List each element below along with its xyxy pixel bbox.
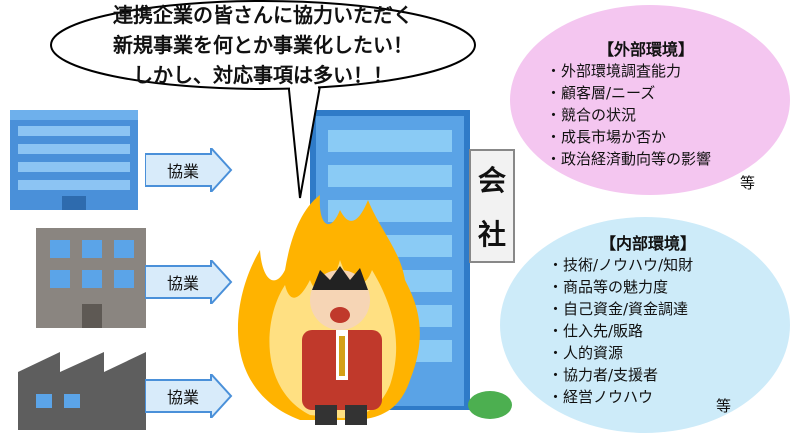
fired-up-person-icon <box>237 195 420 425</box>
arrow-shape-icon <box>145 148 233 192</box>
company-sign: 会 社 <box>470 152 514 260</box>
external-item: ・成長市場か否か <box>546 128 667 146</box>
collab-label-2: 協業 <box>166 274 199 293</box>
internal-item: ・経営ノウハウ <box>548 388 654 406</box>
speech-bubble <box>50 0 476 199</box>
collab-label-1: 協業 <box>166 162 199 181</box>
internal-etc: 等 <box>716 397 732 415</box>
internal-item: ・自己資金/資金調達 <box>548 300 689 318</box>
external-environment-panel: 【外部環境】 ・外部環境調査能力 ・顧客層/ニーズ ・競合の状況 ・成長市場か否… <box>546 36 766 170</box>
external-list: ・外部環境調査能力 ・顧客層/ニーズ ・競合の状況 ・成長市場か否か ・政治経済… <box>546 60 766 170</box>
shrub-icon <box>468 391 512 419</box>
company-sign-char-2: 社 <box>477 218 506 251</box>
external-item: ・顧客層/ニーズ <box>546 84 656 102</box>
external-etc: 等 <box>740 174 756 192</box>
arrow-shape-icon <box>145 374 233 418</box>
speech-text: 連携企業の皆さんに協力いただく 新規事業を何とか事業化したい！ しかし、対応事項… <box>53 0 473 90</box>
arrow-shape-icon <box>145 260 233 304</box>
external-item: ・競合の状況 <box>546 106 637 124</box>
internal-item: ・協力者/支援者 <box>548 366 659 384</box>
internal-list: ・技術/ノウハウ/知財 ・商品等の魅力度 ・自己資金/資金調達 ・仕入先/販路 … <box>548 254 768 408</box>
speech-line-3: しかし、対応事項は多い！！ <box>133 63 393 87</box>
speech-line-2: 新規事業を何とか事業化したい！ <box>113 33 413 57</box>
internal-item: ・仕入先/販路 <box>548 322 644 340</box>
internal-environment-panel: 【内部環境】 ・技術/ノウハウ/知財 ・商品等の魅力度 ・自己資金/資金調達 ・… <box>548 230 768 408</box>
external-item: ・政治経済動向等の影響 <box>546 150 712 168</box>
internal-item: ・人的資源 <box>548 344 624 362</box>
collab-arrow-1: 協業 <box>145 148 233 192</box>
factory-icon <box>18 352 146 430</box>
collab-arrow-2: 協業 <box>145 260 233 304</box>
collab-arrow-3: 協業 <box>145 374 233 418</box>
office-building-icon <box>10 110 138 210</box>
internal-environment-bubble <box>500 217 790 433</box>
external-item: ・外部環境調査能力 <box>546 62 682 80</box>
company-sign-char-1: 会 <box>477 164 506 197</box>
apartment-building-icon <box>36 228 146 328</box>
internal-item: ・商品等の魅力度 <box>548 278 669 296</box>
speech-line-1: 連携企業の皆さんに協力いただく <box>113 3 413 27</box>
external-environment-bubble <box>510 5 790 195</box>
collab-label-3: 協業 <box>166 388 199 407</box>
internal-item: ・技術/ノウハウ/知財 <box>548 256 694 274</box>
external-title: 【外部環境】 <box>597 40 694 59</box>
internal-title: 【内部環境】 <box>599 234 696 253</box>
